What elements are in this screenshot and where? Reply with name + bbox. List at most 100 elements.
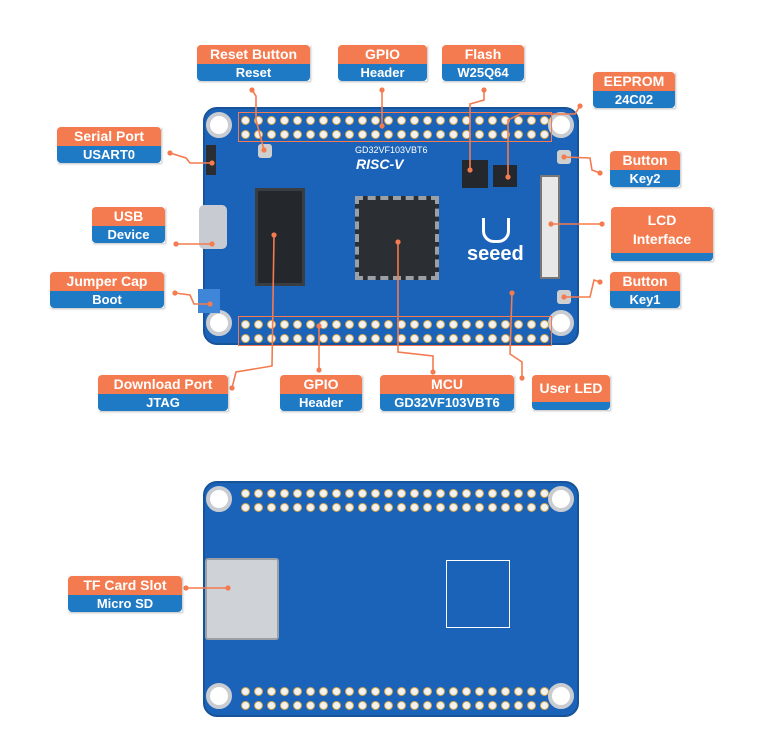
header-pin xyxy=(384,334,393,343)
header-pin xyxy=(319,701,328,710)
header-pin xyxy=(384,116,393,125)
header-pin xyxy=(397,701,406,710)
header-pin xyxy=(384,687,393,696)
header-pin xyxy=(345,130,354,139)
header-pin xyxy=(254,130,263,139)
header-pin xyxy=(436,687,445,696)
header-pin xyxy=(358,701,367,710)
label-title: GPIO xyxy=(338,45,427,64)
label-subtitle: Key2 xyxy=(610,170,680,187)
header-pin xyxy=(358,116,367,125)
header-pin xyxy=(449,489,458,498)
header-pin xyxy=(254,687,263,696)
header-pin xyxy=(371,687,380,696)
header-pin xyxy=(501,320,510,329)
header-pin xyxy=(241,489,250,498)
leader-dot xyxy=(167,150,173,156)
label-subtitle: Device xyxy=(92,226,165,243)
header-pin xyxy=(241,320,250,329)
header-pin xyxy=(514,320,523,329)
usb-c-port xyxy=(199,205,227,249)
header-pin xyxy=(475,489,484,498)
header-pin xyxy=(449,334,458,343)
label-title: Jumper Cap xyxy=(50,272,164,291)
header-pin xyxy=(423,130,432,139)
flash-chip xyxy=(462,160,488,188)
header-pin xyxy=(410,687,419,696)
header-pin xyxy=(540,489,549,498)
leader-dot xyxy=(172,290,178,296)
header-pin xyxy=(475,320,484,329)
header-pin xyxy=(358,130,367,139)
header-pin xyxy=(423,320,432,329)
header-pin xyxy=(384,503,393,512)
header-pin xyxy=(358,334,367,343)
label-title: Reset Button xyxy=(197,45,310,64)
header-pin xyxy=(410,116,419,125)
header-pin xyxy=(254,701,263,710)
label-title: LCD Interface xyxy=(611,207,713,253)
header-pin xyxy=(267,687,276,696)
header-pin xyxy=(410,701,419,710)
label-subtitle xyxy=(532,402,610,410)
jtag-pinout-box xyxy=(446,560,510,628)
header-pin xyxy=(397,116,406,125)
header-pin xyxy=(462,334,471,343)
header-pin xyxy=(488,334,497,343)
header-pin xyxy=(501,334,510,343)
header-pin xyxy=(475,130,484,139)
header-pin xyxy=(358,687,367,696)
header-pin xyxy=(306,334,315,343)
header-pin xyxy=(280,687,289,696)
header-pin xyxy=(293,320,302,329)
header-pin xyxy=(423,687,432,696)
header-pin xyxy=(306,320,315,329)
label-subtitle: Key1 xyxy=(610,291,680,308)
header-pin xyxy=(267,320,276,329)
header-pin xyxy=(345,116,354,125)
header-pin xyxy=(475,334,484,343)
seeed-logo: seeed xyxy=(467,243,524,265)
key1-button xyxy=(557,290,571,304)
header-pin xyxy=(514,503,523,512)
header-pin xyxy=(501,130,510,139)
header-pin xyxy=(332,116,341,125)
header-pin xyxy=(332,489,341,498)
leader-dot xyxy=(597,279,603,285)
label-title: Button xyxy=(610,151,680,170)
header-pin xyxy=(280,130,289,139)
header-pin xyxy=(449,687,458,696)
mount-hole xyxy=(548,683,574,709)
header-pin xyxy=(319,687,328,696)
leader-dot xyxy=(597,170,603,176)
header-pin xyxy=(527,116,536,125)
tf-card-slot xyxy=(205,558,279,640)
header-pin xyxy=(488,489,497,498)
label-title: Download Port xyxy=(98,375,228,394)
header-pin xyxy=(267,701,276,710)
header-pin xyxy=(527,489,536,498)
header-pin xyxy=(475,701,484,710)
header-pin xyxy=(410,334,419,343)
header-pin xyxy=(540,503,549,512)
header-pin xyxy=(488,116,497,125)
label-subtitle: W25Q64 xyxy=(442,64,524,81)
header-pin xyxy=(462,130,471,139)
header-pin xyxy=(384,320,393,329)
header-pin xyxy=(358,320,367,329)
header-pin xyxy=(254,489,263,498)
header-pin xyxy=(241,687,250,696)
leader-dot xyxy=(316,367,322,373)
header-pin xyxy=(540,687,549,696)
header-pin xyxy=(488,320,497,329)
jtag-connector xyxy=(255,188,305,286)
header-pin xyxy=(436,701,445,710)
header-pin xyxy=(449,116,458,125)
header-pin xyxy=(527,687,536,696)
header-pin xyxy=(514,489,523,498)
